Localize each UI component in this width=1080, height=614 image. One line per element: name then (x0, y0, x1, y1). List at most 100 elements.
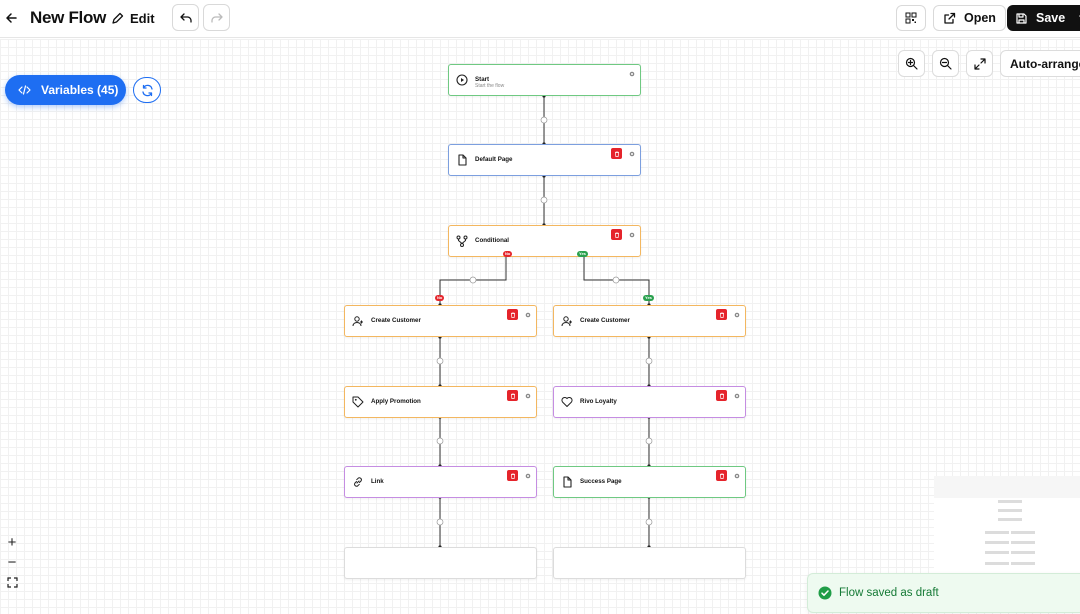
delete-button[interactable] (507, 390, 518, 401)
zoom-in-icon (905, 57, 918, 70)
minimap-node (1011, 541, 1035, 544)
node-label: Create Customer (371, 317, 421, 324)
flow-node-conditional[interactable]: Conditional (448, 225, 641, 257)
empty-step-placeholder[interactable] (344, 547, 537, 579)
branch-no-tag: No (435, 295, 445, 301)
refresh-button[interactable] (133, 77, 161, 103)
delete-button[interactable] (611, 148, 622, 159)
delete-button[interactable] (716, 309, 727, 320)
flow-node-create-customer[interactable]: Create Customer (344, 305, 537, 337)
minimap-node (1011, 562, 1035, 565)
delete-button[interactable] (507, 470, 518, 481)
minimap-node (985, 562, 1009, 565)
redo-button[interactable] (203, 4, 230, 31)
pencil-icon (112, 12, 124, 24)
node-label: Rivo Loyalty (580, 398, 617, 405)
minimap-node (985, 531, 1009, 534)
back-arrow-icon[interactable] (3, 9, 19, 27)
gear-icon[interactable] (628, 70, 636, 78)
flow-edges (436, 94, 653, 566)
undo-icon (179, 12, 192, 23)
zoom-out-control[interactable]: − (7, 553, 17, 571)
expand-icon (973, 57, 986, 70)
node-label: Default Page (475, 156, 513, 163)
qr-code-icon (905, 12, 917, 24)
code-icon (18, 85, 31, 95)
node-label: Create Customer (580, 317, 630, 324)
variables-label: Variables (45) (41, 83, 119, 97)
flow-node-start[interactable]: Start Start the flow (448, 64, 641, 96)
gear-icon[interactable] (733, 311, 741, 319)
save-label: Save (1036, 11, 1066, 25)
minimap-node (1011, 551, 1035, 554)
gear-icon[interactable] (733, 392, 741, 400)
variables-button[interactable]: Variables (45) (5, 75, 126, 105)
gear-icon[interactable] (628, 231, 636, 239)
external-link-icon (944, 12, 956, 24)
auto-arrange-button[interactable]: Auto-arrange (1000, 50, 1080, 77)
branch-yes-tag: Yes (643, 295, 654, 301)
delete-button[interactable] (716, 470, 727, 481)
node-label: Link (371, 478, 384, 485)
top-bar: New Flow Edit Open Save (0, 0, 1080, 38)
delete-button[interactable] (716, 390, 727, 401)
user-plus-icon (561, 316, 572, 327)
fit-view-button[interactable] (966, 50, 993, 77)
zoom-in-control[interactable]: + (7, 533, 17, 551)
flow-node-apply-promotion[interactable]: Apply Promotion (344, 386, 537, 418)
heart-icon (561, 396, 573, 407)
open-button[interactable]: Open (933, 5, 1006, 31)
trash-icon (510, 473, 515, 479)
play-icon (456, 74, 468, 86)
flow-canvas[interactable]: Variables (45) Auto-arrange Start Start … (0, 39, 1080, 614)
flow-node-create-customer[interactable]: Create Customer (553, 305, 746, 337)
zoom-out-icon (939, 57, 952, 70)
undo-button[interactable] (172, 4, 199, 31)
minimap[interactable] (934, 476, 1080, 576)
minimap-node (998, 509, 1022, 512)
page-icon (563, 476, 572, 488)
delete-button[interactable] (611, 229, 622, 240)
toast-notification: Flow saved as draft (807, 573, 1080, 613)
flow-node-success-page[interactable]: Success Page (553, 466, 746, 498)
node-label: Start (475, 76, 490, 83)
trash-icon (719, 393, 724, 399)
trash-icon (510, 393, 515, 399)
empty-step-placeholder[interactable] (553, 547, 746, 579)
minimap-node (998, 500, 1022, 503)
node-label: Apply Promotion (371, 398, 421, 405)
check-circle-icon (818, 586, 832, 600)
open-label: Open (964, 11, 996, 25)
node-subtitle: Start the flow (475, 83, 505, 89)
zoom-in-button[interactable] (898, 50, 925, 77)
edit-button[interactable]: Edit (111, 8, 155, 28)
branch-no-tag: No (503, 251, 513, 257)
edit-label: Edit (130, 10, 155, 26)
minimap-node (985, 541, 1009, 544)
gear-icon[interactable] (524, 311, 532, 319)
qr-code-button[interactable] (896, 5, 926, 31)
node-label: Conditional (475, 237, 510, 244)
gear-icon[interactable] (524, 392, 532, 400)
gear-icon[interactable] (628, 150, 636, 158)
toast-message: Flow saved as draft (839, 587, 939, 599)
redo-icon (210, 12, 223, 23)
fit-view-control[interactable] (3, 573, 21, 591)
gear-icon[interactable] (524, 472, 532, 480)
trash-icon (719, 312, 724, 318)
flow-node-link[interactable]: Link (344, 466, 537, 498)
trash-icon (510, 312, 515, 318)
page-icon (458, 154, 467, 166)
flow-title: New Flow (30, 8, 106, 27)
save-button[interactable]: Save (1007, 5, 1080, 31)
node-label: Success Page (580, 478, 622, 485)
zoom-out-button[interactable] (932, 50, 959, 77)
branch-icon (456, 235, 468, 247)
gear-icon[interactable] (733, 472, 741, 480)
flow-node-default-page[interactable]: Default Page (448, 144, 641, 176)
minimap-node (998, 518, 1022, 521)
minimap-node (1011, 531, 1035, 534)
flow-node-rivo-loyalty[interactable]: Rivo Loyalty (553, 386, 746, 418)
delete-button[interactable] (507, 309, 518, 320)
link-icon (354, 477, 362, 487)
